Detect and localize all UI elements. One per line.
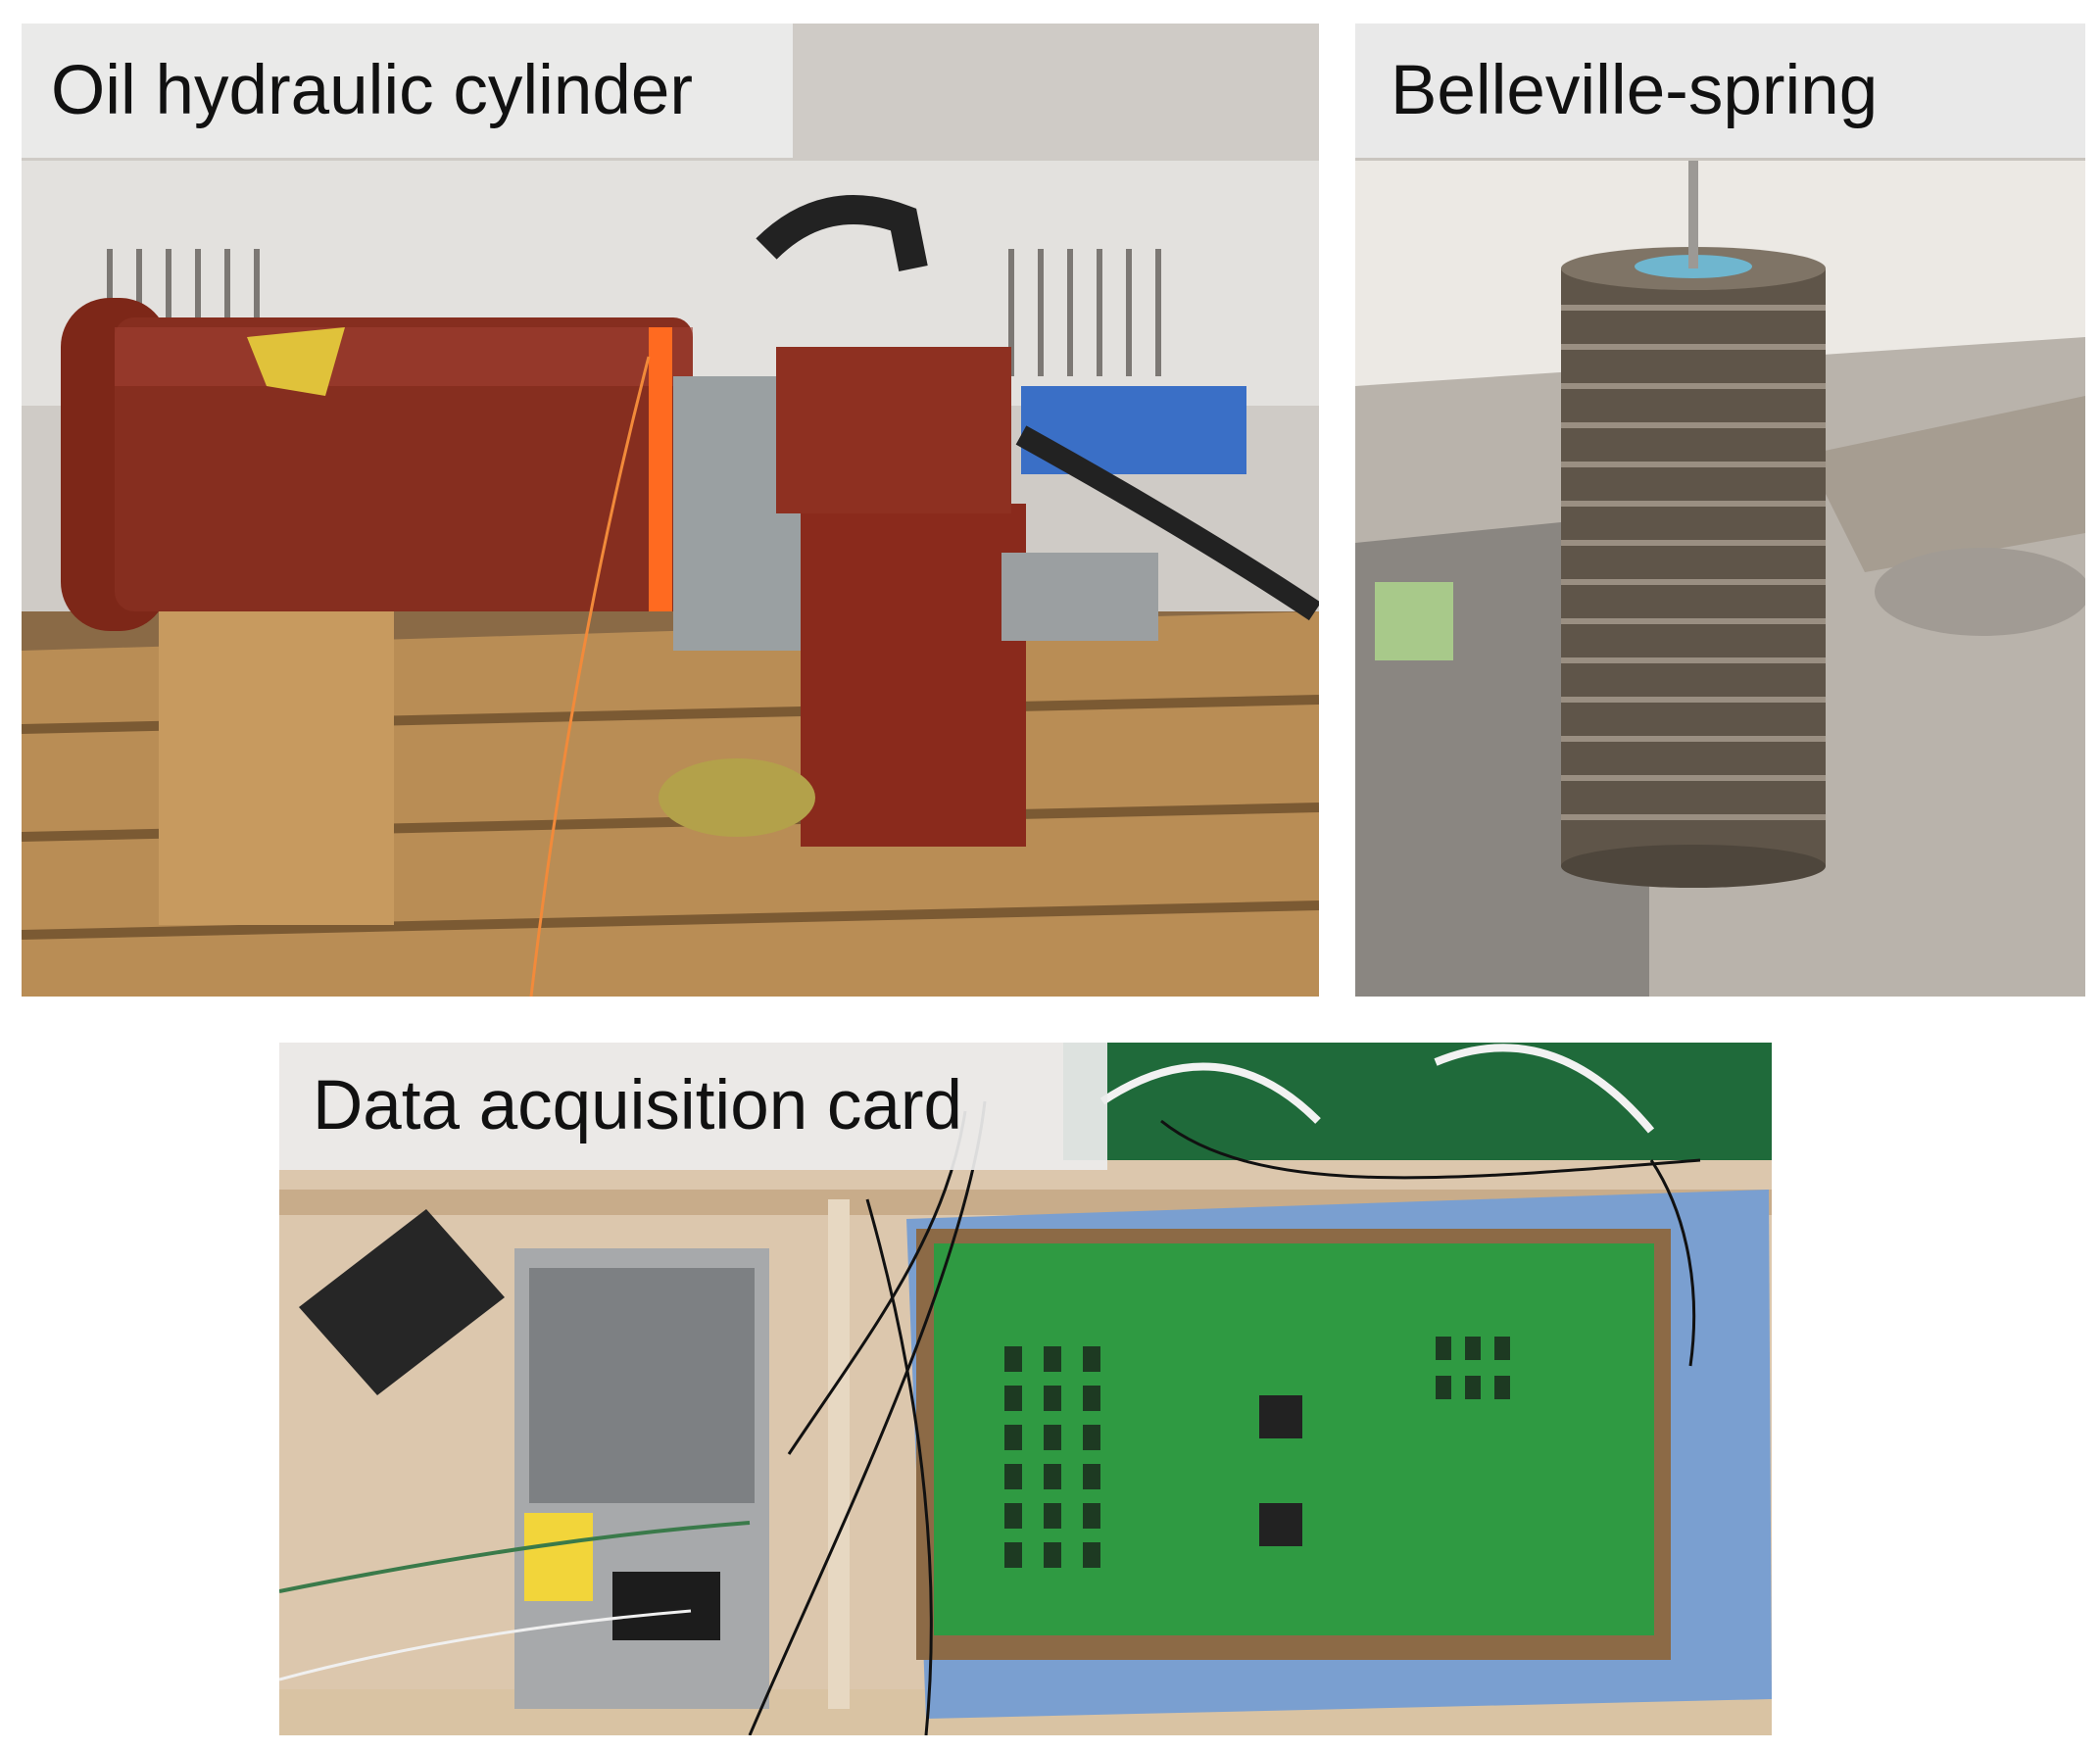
panel-oil-hydraulic-cylinder: Oil hydraulic cylinder — [22, 24, 1319, 997]
panel-data-acquisition-card: Data acquisition card — [279, 1043, 1772, 1735]
panel-label: Belleville-spring — [1355, 24, 2085, 158]
panel-belleville-spring: Belleville-spring — [1355, 24, 2085, 997]
belleville-spring-stack-photo — [1355, 24, 2085, 997]
panel-label: Data acquisition card — [279, 1043, 1107, 1170]
panel-label: Oil hydraulic cylinder — [22, 24, 793, 158]
hydraulic-cylinder-photo — [22, 24, 1319, 997]
